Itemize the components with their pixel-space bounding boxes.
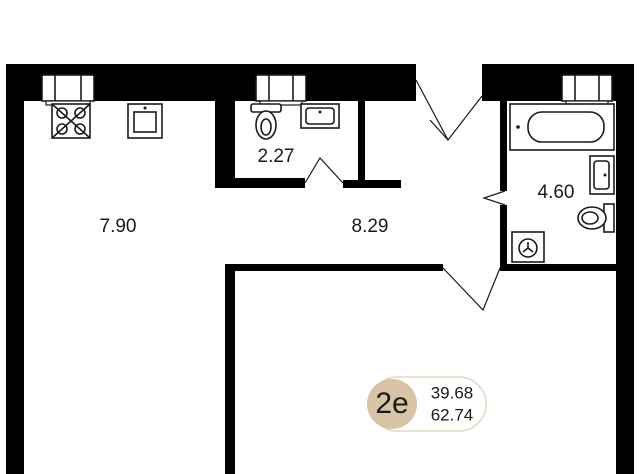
window-bathroom [561, 74, 613, 106]
wall-wc-left [215, 101, 235, 188]
bathroom-area-label: 4.60 [538, 182, 575, 203]
living-area-label: 39.68 [431, 383, 474, 402]
wc-sink-icon [300, 103, 340, 129]
bedroom-door [442, 267, 501, 312]
kitchen-sink-icon [127, 103, 163, 139]
wall-wc-bottom-right [343, 180, 401, 188]
window-kitchen [41, 74, 95, 106]
stove-icon [51, 103, 91, 139]
wall-bedroom-top [225, 264, 443, 271]
bathroom-toilet-icon [577, 203, 615, 233]
bathtub-icon [509, 103, 615, 151]
badge-circle [367, 379, 417, 429]
washing-machine-icon [511, 231, 545, 263]
walls [6, 64, 634, 474]
kitchen-area-label: 7.90 [100, 216, 137, 237]
apartment-type-label: 2е [375, 387, 408, 420]
entrance-door [415, 79, 483, 142]
wall-bedroom-left [225, 264, 235, 474]
wall-bath-left-upper [500, 101, 507, 191]
wall-right [616, 64, 634, 474]
wall-bath-bottom [500, 264, 616, 271]
wc-door [304, 157, 344, 184]
wc-area-label: 2.27 [258, 146, 295, 167]
wall-wc-bottom [215, 178, 305, 188]
hall-area-label: 8.29 [352, 216, 389, 237]
apartment-badge: 2е 39.68 62.74 [367, 376, 487, 432]
wall-left [6, 64, 24, 474]
window-wc [255, 74, 307, 106]
bathroom-door [482, 190, 506, 206]
wall-wc-right [358, 101, 365, 188]
wall-bath-left-lower [500, 205, 507, 270]
total-area-label: 62.74 [431, 405, 474, 424]
bathroom-sink-icon [589, 155, 615, 195]
windows [41, 74, 613, 106]
toilet-icon [250, 103, 282, 140]
